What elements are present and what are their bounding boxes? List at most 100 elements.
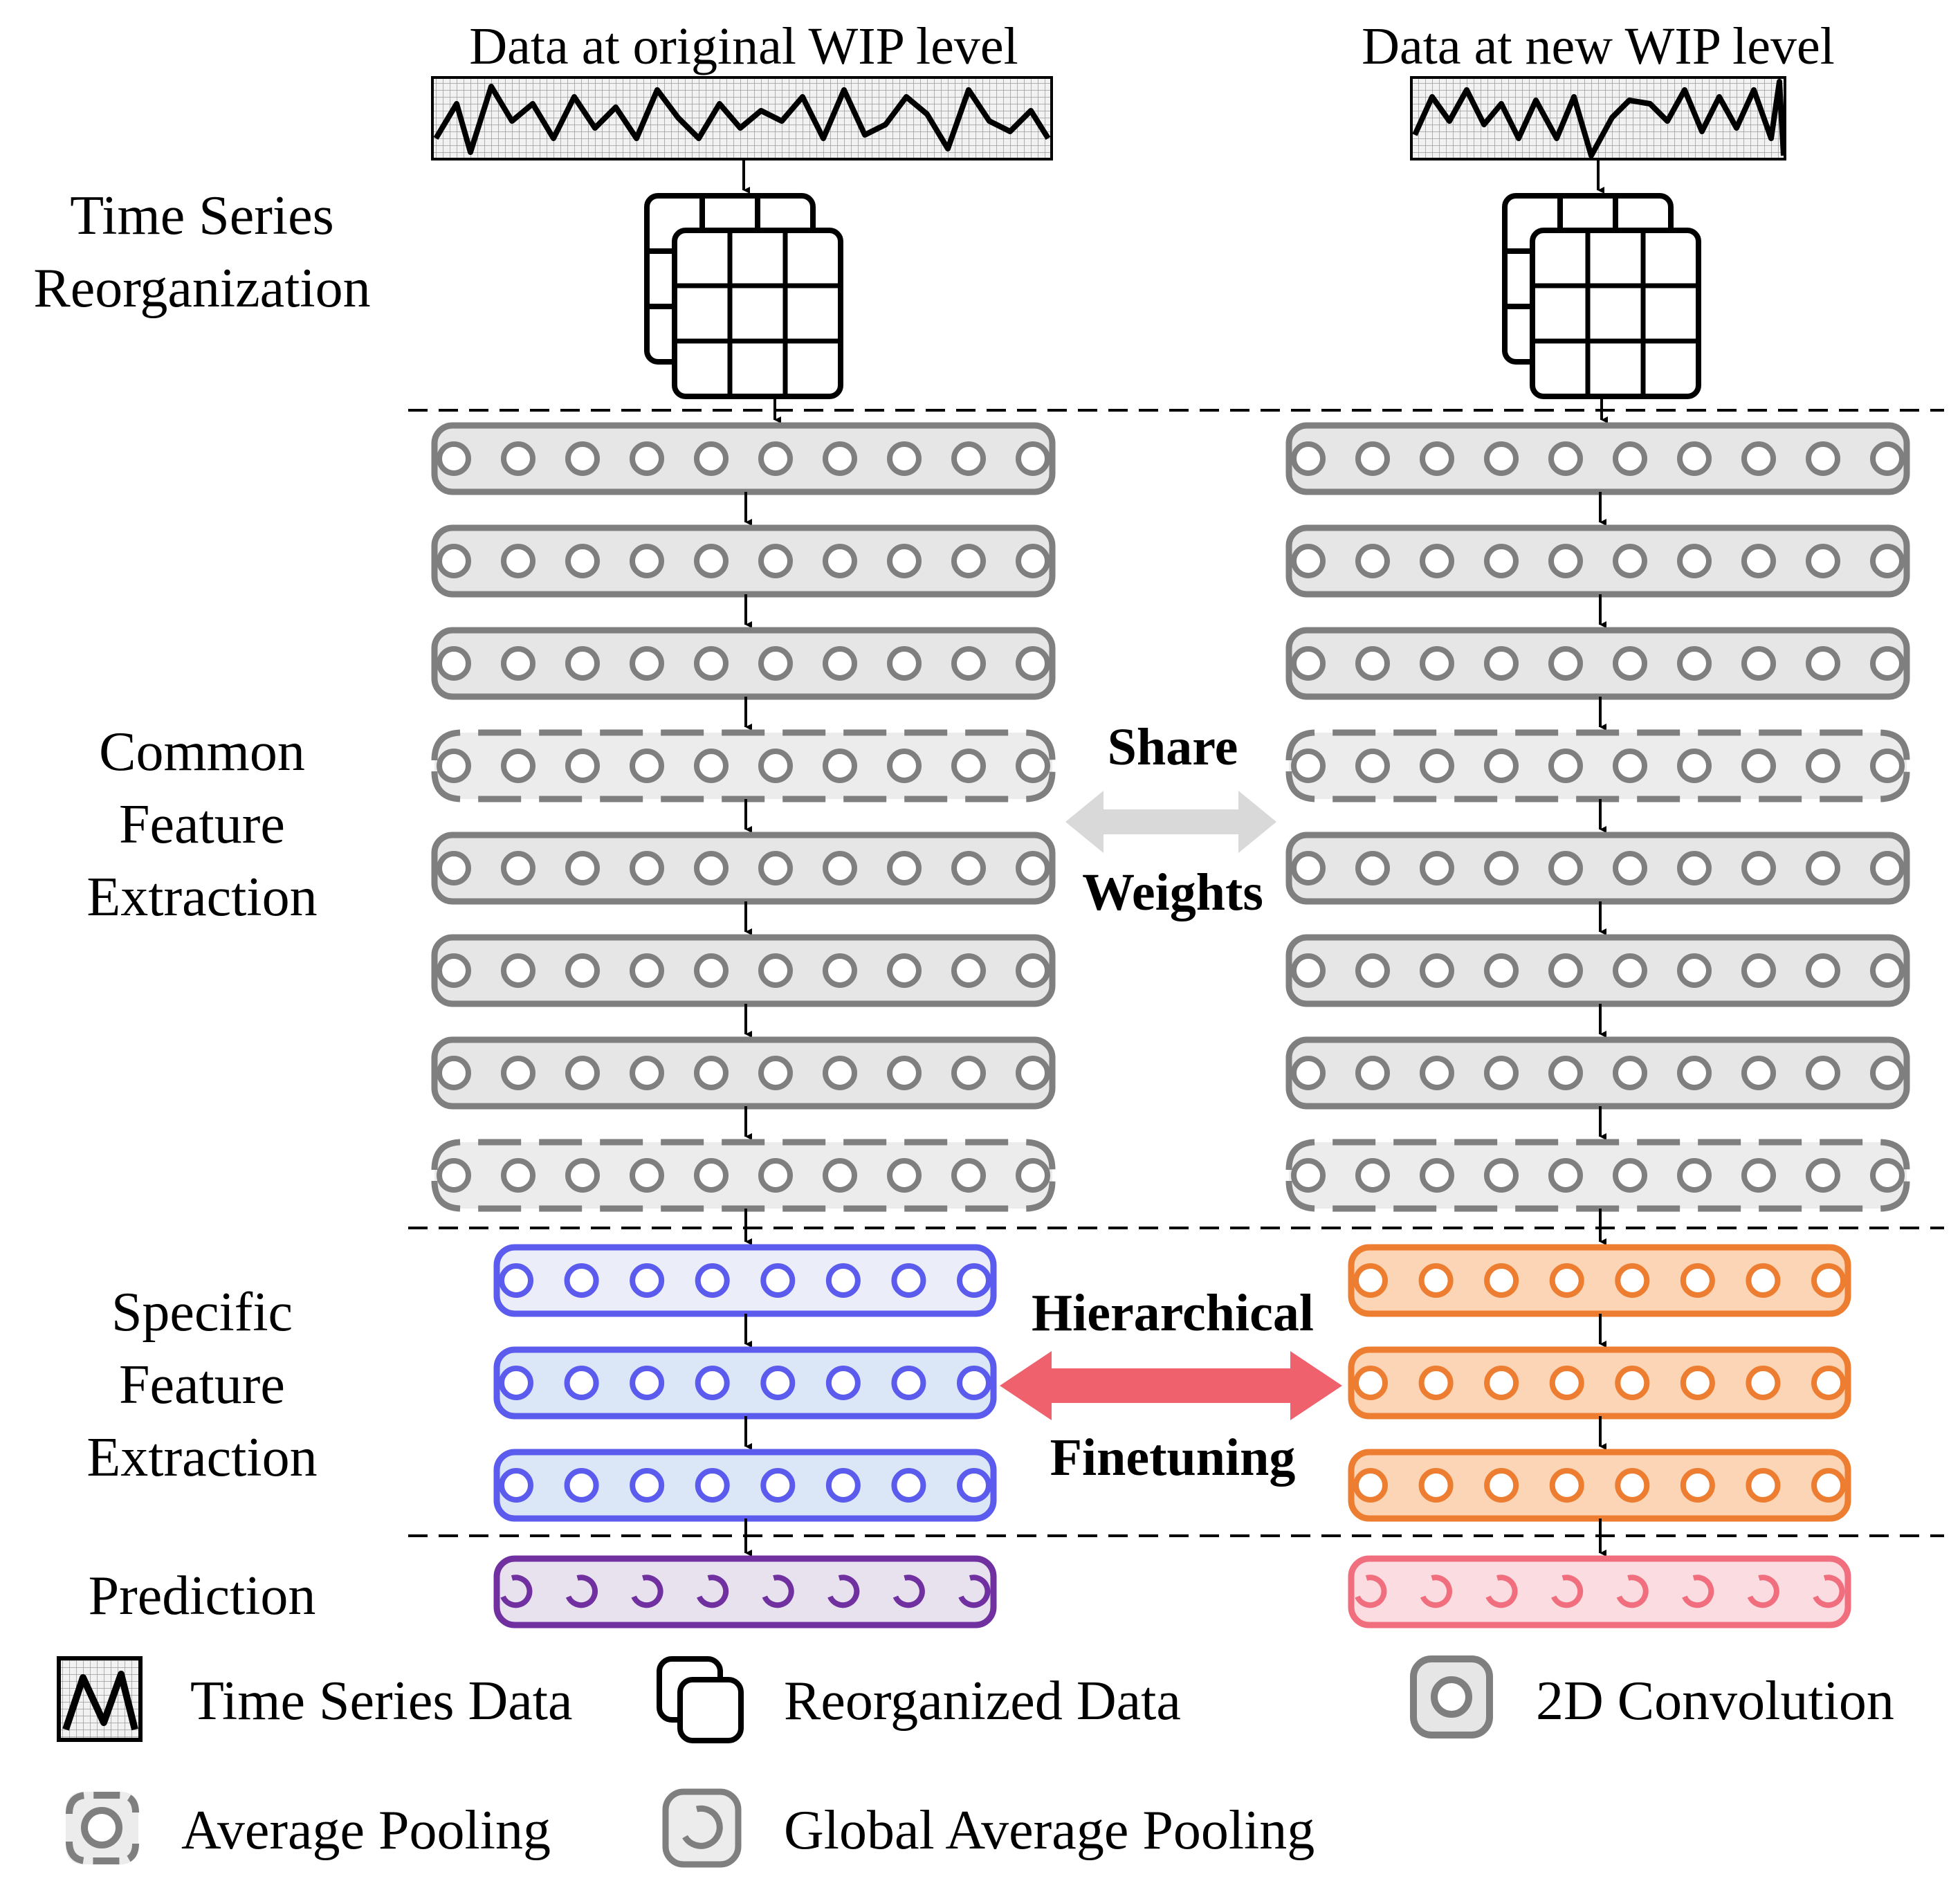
- gap-unit: [500, 1575, 533, 1608]
- conv-unit: [1741, 1056, 1776, 1090]
- right-time-series-box: [1410, 76, 1786, 160]
- conv-unit: [1741, 953, 1776, 988]
- conv-unit: [501, 953, 535, 988]
- conv-unit: [825, 1366, 861, 1400]
- conv-unit: [951, 1056, 986, 1090]
- right-common-layer-6: [1285, 934, 1910, 1007]
- conv-unit: [1420, 953, 1454, 988]
- conv-unit: [1615, 1366, 1650, 1400]
- conv-unit: [1677, 851, 1712, 886]
- stage-label-specific: Specific Feature Extraction: [86, 1282, 317, 1488]
- pool-unit: [1016, 749, 1050, 783]
- share-weights-connection: Share Weights: [1065, 718, 1276, 921]
- gap-unit: [1747, 1575, 1779, 1608]
- conv-unit: [499, 1468, 533, 1503]
- conv-unit: [1746, 1468, 1781, 1503]
- conv-unit: [1484, 1263, 1519, 1298]
- left-common-layer-2: [431, 524, 1056, 598]
- conv-unit: [1870, 851, 1905, 886]
- conv-unit: [694, 851, 729, 886]
- conv-unit: [630, 1468, 665, 1503]
- conv-unit: [1806, 851, 1840, 886]
- conv-unit: [887, 1056, 922, 1090]
- pool-unit: [1741, 749, 1776, 783]
- pool-unit: [1613, 749, 1647, 783]
- pool-unit: [823, 1158, 857, 1193]
- conv-unit: [1870, 544, 1905, 578]
- conv-unit: [758, 646, 793, 681]
- conv-unit: [1420, 646, 1454, 681]
- gap-unit: [1551, 1575, 1584, 1608]
- conv-unit: [1016, 544, 1050, 578]
- gap-unit: [1682, 1575, 1714, 1608]
- pool-unit: [1355, 749, 1390, 783]
- conv-unit: [1741, 544, 1776, 578]
- conv-unit: [1484, 1468, 1519, 1503]
- conv-unit: [630, 441, 664, 476]
- pool-unit: [565, 1158, 600, 1193]
- conv-unit: [760, 1263, 796, 1298]
- left-input-title: Data at original WIP level: [469, 17, 1018, 75]
- conv-unit: [499, 1263, 533, 1298]
- conv-unit: [758, 544, 793, 578]
- conv-unit: [1291, 851, 1326, 886]
- conv-unit: [1353, 1468, 1388, 1503]
- left-specific-layer-3: [493, 1449, 997, 1522]
- right-common-layer-1: [1285, 422, 1910, 495]
- stage-specific-line2: Feature: [119, 1355, 285, 1415]
- pool-unit: [694, 749, 729, 783]
- conv-unit: [1355, 953, 1390, 988]
- pool-unit: [694, 1158, 729, 1193]
- right-common-layer-5: [1285, 832, 1910, 905]
- gap-unit: [697, 1575, 729, 1608]
- conv-unit: [1548, 544, 1583, 578]
- conv-unit: [1615, 1263, 1650, 1298]
- legend-gap-icon: [662, 1788, 742, 1868]
- right-input-title: Data at new WIP level: [1362, 17, 1835, 75]
- legend-time-series-icon: [57, 1656, 143, 1742]
- conv-unit: [1613, 544, 1647, 578]
- right-specific-layer-3: [1348, 1449, 1851, 1522]
- conv-unit: [501, 1056, 535, 1090]
- conv-unit: [758, 1056, 793, 1090]
- conv-unit: [1680, 1468, 1715, 1503]
- conv-unit: [1613, 953, 1647, 988]
- legend-conv-label: 2D Convolution: [1536, 1671, 1894, 1732]
- pool-unit: [1291, 749, 1326, 783]
- pool-unit: [565, 749, 600, 783]
- legend-conv-icon: [1410, 1655, 1493, 1738]
- gap-unit: [631, 1575, 663, 1608]
- conv-unit: [1291, 1056, 1326, 1090]
- conv-unit: [1353, 1366, 1388, 1400]
- conv-unit: [758, 851, 793, 886]
- conv-unit: [957, 1366, 991, 1400]
- legend-reorganized-icon: [657, 1656, 744, 1743]
- gap-unit: [1420, 1575, 1452, 1608]
- conv-unit: [437, 953, 471, 988]
- conv-unit: [1811, 1366, 1846, 1400]
- gap-unit: [1355, 1575, 1387, 1608]
- finetuning-connection: Hierarchical Finetuning: [1000, 1284, 1342, 1487]
- left-common-layer-3: [431, 627, 1056, 700]
- conv-unit: [1677, 953, 1712, 988]
- conv-unit: [887, 441, 922, 476]
- pool-unit: [823, 749, 857, 783]
- conv-unit: [1548, 441, 1583, 476]
- legend-avgpool-label: Average Pooling: [181, 1800, 551, 1861]
- conv-unit: [437, 441, 471, 476]
- conv-unit: [951, 544, 986, 578]
- gap-unit: [958, 1575, 991, 1608]
- stage-specific-line1: Specific: [111, 1282, 293, 1343]
- conv-unit: [1016, 851, 1050, 886]
- conv-unit: [694, 544, 729, 578]
- conv-unit: [1549, 1263, 1584, 1298]
- conv-unit: [1484, 953, 1519, 988]
- conv-unit: [891, 1366, 926, 1400]
- conv-unit: [1677, 544, 1712, 578]
- right-prediction-layer: [1348, 1555, 1851, 1628]
- conv-unit: [1420, 544, 1454, 578]
- right-common-layer-2: [1285, 524, 1910, 598]
- pool-unit: [437, 749, 471, 783]
- conv-unit: [1741, 441, 1776, 476]
- conv-unit: [1484, 544, 1519, 578]
